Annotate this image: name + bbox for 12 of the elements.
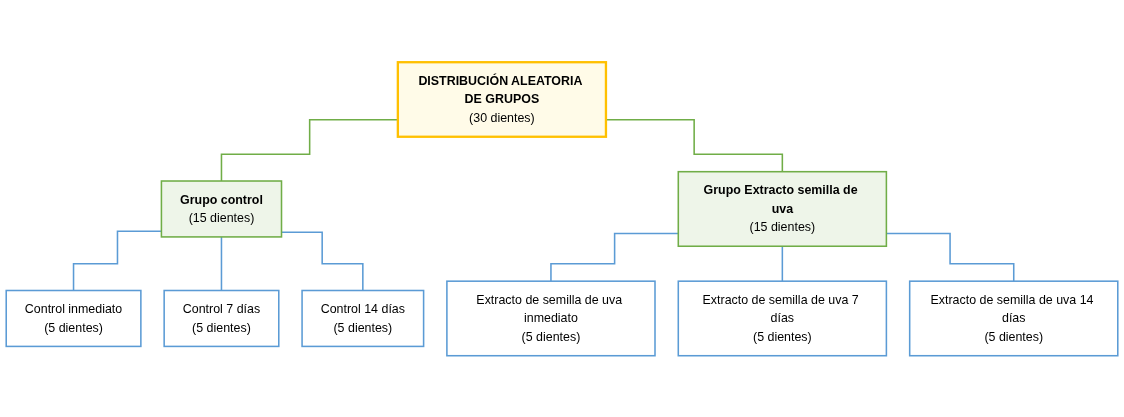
node-box: Control 7 días (5 dientes) (163, 289, 280, 347)
node-box: Grupo Extracto semilla de uva (15 dientes) (677, 170, 888, 247)
connector (781, 245, 784, 282)
node-box: Extracto de semilla de uva 14 días (5 dientes) (908, 279, 1119, 357)
node-box: Control 14 días (5 dientes) (301, 289, 425, 347)
connector (220, 235, 223, 291)
node-box: DISTRIBUCIÓN ALEATORIA DE GRUPOS (30 dientes) (396, 60, 608, 138)
node-box: Control inmediato (5 dientes) (5, 289, 142, 347)
node-box: Extracto de semilla de uva inmediato (5 dientes) (446, 279, 656, 357)
node-box: Grupo control (15 dientes) (160, 179, 283, 238)
node-box: Extracto de semilla de uva 7 días (5 dientes) (677, 279, 888, 357)
connector (605, 118, 784, 172)
